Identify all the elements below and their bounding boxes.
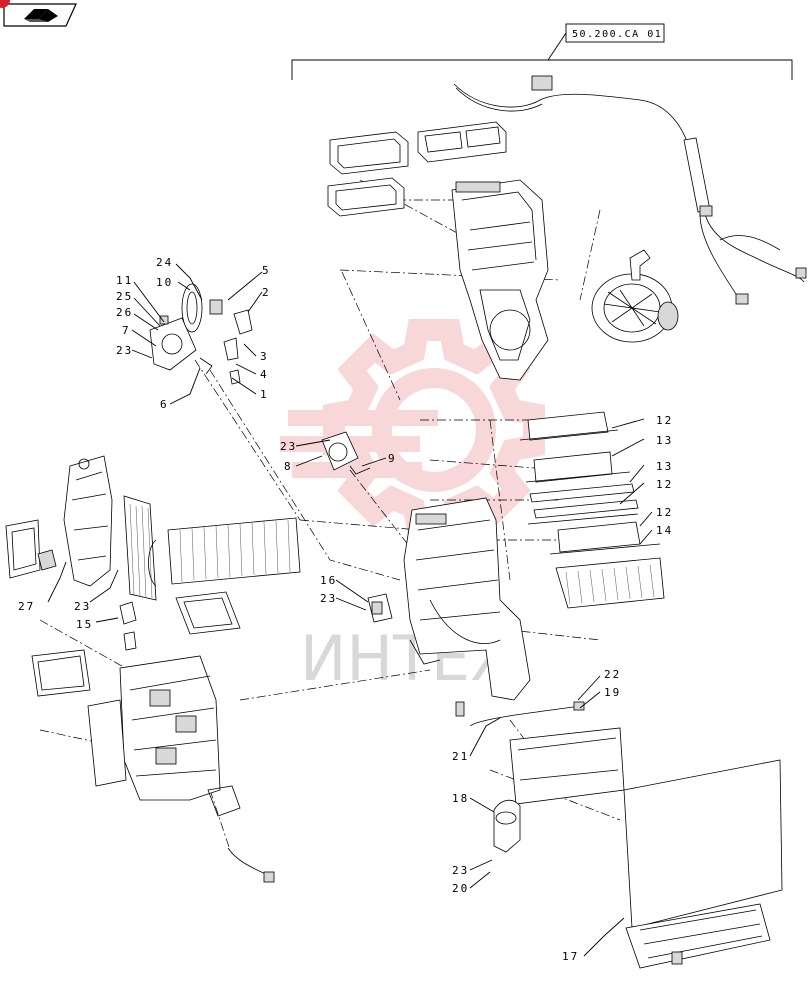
wiring-harness [453, 75, 807, 305]
actuator-motor [321, 431, 371, 475]
cover-17 [623, 759, 783, 969]
book-arrow-icon [24, 9, 58, 22]
reference-bracket [291, 32, 793, 80]
filter-frame [175, 591, 241, 635]
blower-fan [591, 249, 679, 343]
callout-7[interactable]: 7 [122, 324, 131, 337]
callout-9[interactable]: 9 [388, 452, 397, 465]
callout-1[interactable]: 1 [260, 388, 269, 401]
callout-8[interactable]: 8 [284, 460, 293, 473]
callout-17[interactable]: 17 [562, 950, 579, 963]
callout-22[interactable]: 22 [604, 668, 621, 681]
lower-housing-left [31, 649, 275, 883]
reference-box[interactable]: 50.200.CA 01 [565, 23, 665, 43]
callout-26[interactable]: 26 [116, 306, 133, 319]
heater-housing-left [63, 455, 113, 587]
small-actuator-15 [119, 601, 137, 651]
rear-panel [509, 727, 625, 805]
callout-15[interactable]: 15 [76, 618, 93, 631]
callout-23-c[interactable]: 23 [74, 600, 91, 613]
actuator-16 [367, 593, 393, 623]
sensor-wire [455, 701, 585, 727]
callout-20[interactable]: 20 [452, 882, 469, 895]
callout-24[interactable]: 24 [156, 256, 173, 269]
callout-12-c[interactable]: 12 [656, 506, 673, 519]
evaporator-core [123, 495, 301, 601]
callout-6[interactable]: 6 [160, 398, 169, 411]
nav-tab[interactable] [0, 0, 80, 30]
callout-23-d[interactable]: 23 [320, 592, 337, 605]
callout-10[interactable]: 10 [156, 276, 173, 289]
hvac-housing-lower [403, 497, 531, 701]
hose-18 [493, 799, 521, 853]
corner-badge [0, 0, 10, 8]
callout-leaders [47, 263, 653, 957]
door-panels [519, 411, 665, 609]
duct-adapter [5, 519, 57, 579]
callout-27[interactable]: 27 [18, 600, 35, 613]
callout-2[interactable]: 2 [262, 286, 271, 299]
callout-23-e[interactable]: 23 [452, 864, 469, 877]
callout-13-b[interactable]: 13 [656, 460, 673, 473]
callout-23-b[interactable]: 23 [280, 440, 297, 453]
callout-4[interactable]: 4 [260, 368, 269, 381]
callout-19[interactable]: 19 [604, 686, 621, 699]
seal-frame-upper [327, 131, 409, 217]
reference-label: 50.200.CA 01 [572, 29, 662, 40]
callout-14[interactable]: 14 [656, 524, 673, 537]
hvac-housing-upper [451, 179, 549, 381]
callout-11[interactable]: 11 [116, 274, 133, 287]
callout-12-b[interactable]: 12 [656, 478, 673, 491]
callout-21[interactable]: 21 [452, 750, 469, 763]
callout-3[interactable]: 3 [260, 350, 269, 363]
callout-25[interactable]: 25 [116, 290, 133, 303]
actuator-assembly [149, 283, 253, 385]
callout-13-a[interactable]: 13 [656, 434, 673, 447]
callout-18[interactable]: 18 [452, 792, 469, 805]
callout-5[interactable]: 5 [262, 264, 271, 277]
callout-numbers: 11 24 10 25 26 7 23 5 2 3 4 1 6 23 8 9 1… [18, 256, 673, 963]
callout-12-a[interactable]: 12 [656, 414, 673, 427]
callout-23-a[interactable]: 23 [116, 344, 133, 357]
seal-frame-twin [417, 121, 507, 163]
callout-16[interactable]: 16 [320, 574, 337, 587]
